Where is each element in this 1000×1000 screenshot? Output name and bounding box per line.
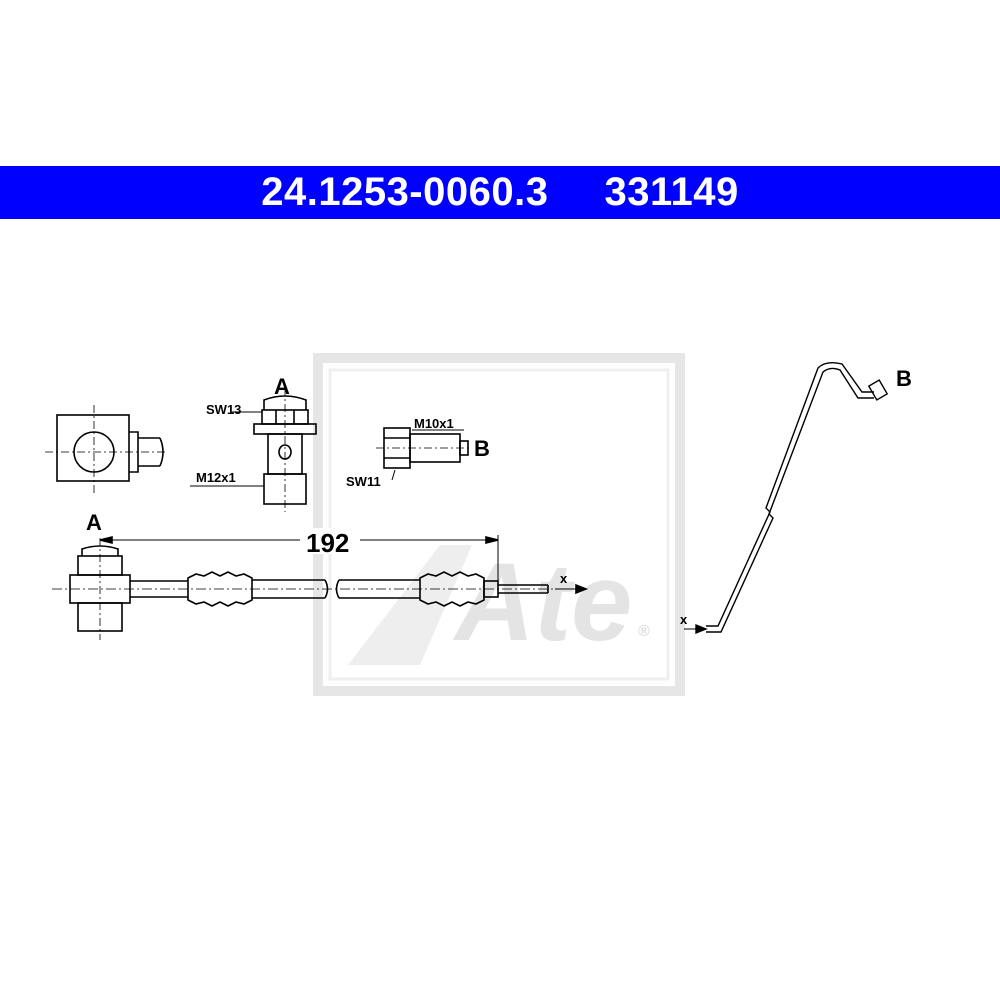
hose-end-a-label: A: [86, 510, 102, 535]
banjo-bolt-detail-a: [190, 388, 317, 512]
hose-assembly: [52, 535, 589, 640]
ate-watermark: Ate ®: [313, 353, 685, 696]
m12x1-label: M12x1: [196, 470, 236, 485]
detail-b-label: B: [474, 436, 490, 461]
route-x-label: x: [680, 612, 688, 627]
banner-background: [0, 166, 1000, 219]
detail-a-label: A: [274, 374, 290, 399]
sw13-label: SW13: [206, 402, 241, 417]
length-label: 192: [306, 528, 349, 558]
hose-x-label: x: [560, 571, 568, 586]
sw11-label: SW11: [346, 474, 381, 489]
watermark-text: Ate: [452, 541, 632, 664]
m10x1-label: M10x1: [414, 416, 454, 431]
reference-number: 331149: [604, 170, 739, 214]
fitting-detail-b: [376, 427, 472, 481]
brake-pipe-route: [684, 361, 889, 635]
watermark-registered: ®: [638, 623, 650, 640]
part-number: 24.1253-0060.3: [261, 170, 549, 214]
route-b-label: B: [896, 366, 912, 391]
header-banner: 24.1253-0060.3 331149: [0, 166, 1000, 219]
fitting-top-view: [45, 405, 168, 496]
